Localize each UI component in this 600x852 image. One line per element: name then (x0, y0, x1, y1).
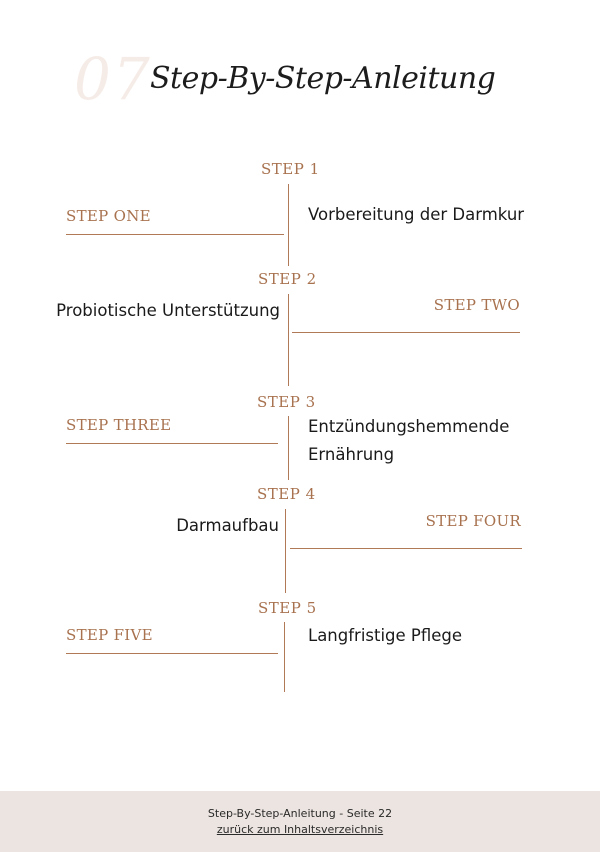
footer-page-info: Step-By-Step-Anleitung - Seite 22 (207, 807, 393, 820)
timeline-segment-1 (288, 184, 289, 266)
step-word-5: STEP FIVE (66, 626, 153, 644)
timeline-segment-5 (284, 622, 285, 692)
step-description-1: Vorbereitung der Darmkur (308, 205, 525, 224)
step-underline-4 (290, 548, 522, 549)
step-description-4: Darmaufbau (176, 516, 279, 535)
step-word-4: STEP FOUR (425, 512, 521, 530)
step-underline-2 (292, 332, 520, 333)
footer: Step-By-Step-Anleitung - Seite 22 zurück… (0, 791, 600, 852)
step-underline-1 (66, 234, 284, 235)
timeline-segment-2 (288, 294, 289, 386)
page-title: Step-By-Step-Anleitung (150, 61, 496, 96)
step-number-2: STEP 2 (258, 270, 317, 288)
step-description-2: Probiotische Unterstützung (56, 301, 280, 320)
step-description-5: Langfristige Pflege (308, 626, 463, 645)
step-number-3: STEP 3 (257, 393, 316, 411)
step-number-5: STEP 5 (258, 599, 317, 617)
step-underline-3 (66, 443, 278, 444)
step-word-1: STEP ONE (66, 207, 151, 225)
step-number-1: STEP 1 (261, 160, 320, 178)
table-of-contents-link[interactable]: zurück zum Inhaltsverzeichnis (216, 823, 384, 836)
step-underline-5 (66, 653, 278, 654)
step-number-4: STEP 4 (257, 485, 316, 503)
step-description-3: Entzündungshemmende Ernährung (308, 417, 510, 464)
timeline-segment-3 (288, 416, 289, 480)
chapter-number: 07 (74, 45, 152, 113)
step-word-3: STEP THREE (66, 416, 172, 434)
step-word-2: STEP TWO (433, 296, 520, 314)
timeline-segment-4 (285, 509, 286, 593)
